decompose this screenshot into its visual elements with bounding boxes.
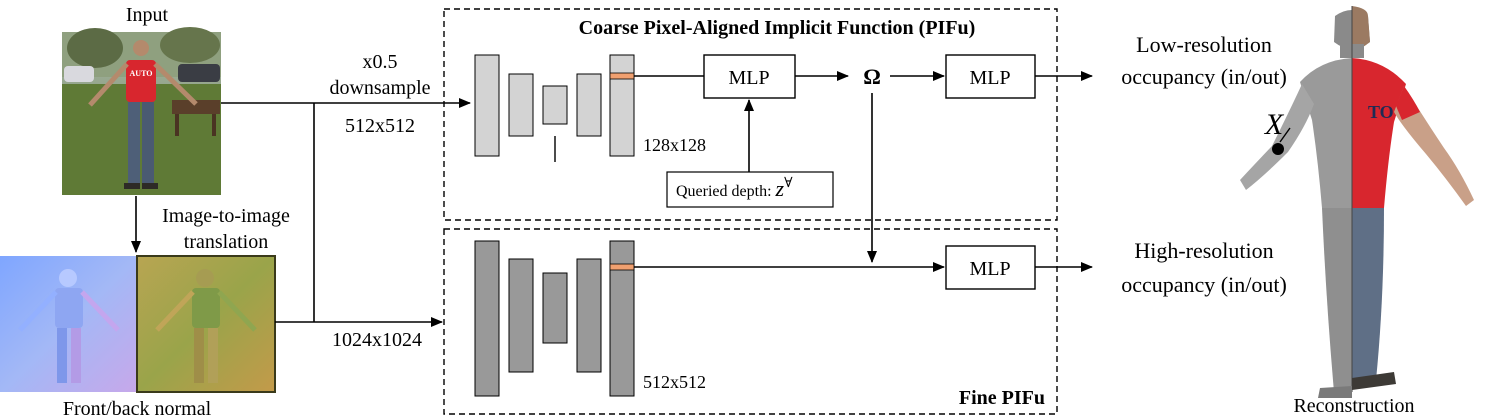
omega-symbol: Ω [863, 64, 881, 89]
query-point-label: X [1264, 108, 1285, 141]
downsample-factor: x0.5 [363, 51, 398, 73]
query-point [1272, 143, 1284, 155]
fine-title: Fine PIFu [959, 387, 1045, 409]
coarse-input-size: 512x512 [345, 115, 415, 137]
input-photo: AUTO [62, 27, 221, 195]
coarse-mlp-label: MLP [728, 67, 769, 89]
queried-depth-label: Queried depth: z∀ [676, 176, 793, 201]
coarse-block-4 [576, 73, 602, 137]
fine-block-2 [508, 258, 534, 373]
low-res-line1: Low-resolution [1136, 32, 1272, 57]
query-point-leader [1279, 127, 1291, 143]
translation-line1: Image-to-image [162, 205, 290, 227]
fine-pifu-box [443, 228, 1058, 415]
fine-block-3 [542, 272, 568, 344]
fine-block-4 [576, 258, 602, 373]
front-normal-map [0, 256, 137, 392]
coarse-encoder [474, 54, 635, 162]
reconstruction-shirt-text: TO [1368, 102, 1394, 122]
coarse-feature-highlight [609, 72, 635, 80]
translation-line2: translation [184, 231, 268, 253]
photo-shirt-text: AUTO [130, 69, 153, 78]
coarse-block-5 [609, 54, 635, 157]
input-title: Input [126, 4, 169, 26]
coarse-block-3 [542, 85, 568, 125]
low-res-line2: occupancy (in/out) [1121, 64, 1287, 89]
fine-feature-size: 512x512 [643, 372, 706, 392]
coarse-output-mlp-box [945, 54, 1036, 99]
queried-depth-box [666, 171, 834, 208]
coarse-block-2 [508, 73, 534, 137]
coarse-pifu-box [443, 8, 1058, 221]
coarse-title: Coarse Pixel-Aligned Implicit Function (… [579, 17, 976, 39]
fine-block-1 [474, 240, 500, 397]
fine-mlp-label: MLP [969, 258, 1010, 280]
back-normal-map [136, 255, 276, 393]
fine-feature-highlight [609, 263, 635, 271]
downsample-label: downsample [329, 77, 430, 99]
coarse-feature-size: 128x128 [643, 135, 706, 155]
fine-encoder [474, 240, 635, 397]
reconstruction-figure: TO [1240, 6, 1474, 398]
fine-mlp-box [945, 245, 1036, 290]
normals-caption: Front/back normal [63, 398, 212, 420]
photo-shirt [126, 60, 156, 102]
high-res-line2: occupancy (in/out) [1121, 272, 1287, 297]
coarse-block-1 [474, 54, 500, 157]
coarse-output-mlp-label: MLP [969, 67, 1010, 89]
high-res-line1: High-resolution [1134, 238, 1273, 263]
coarse-mlp-box [703, 54, 796, 99]
reconstruction-caption: Reconstruction [1293, 395, 1414, 417]
fine-input-size: 1024x1024 [332, 329, 422, 351]
